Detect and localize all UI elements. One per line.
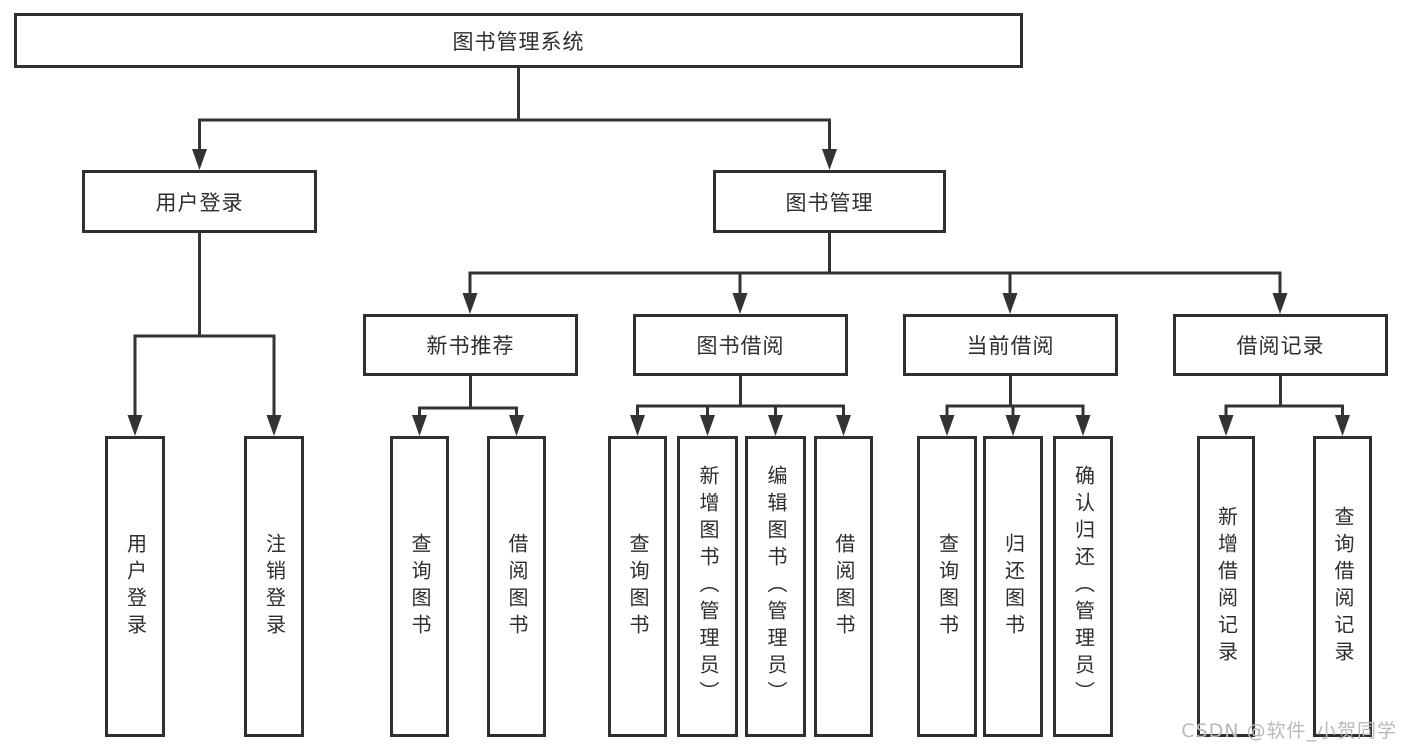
node-borrow-records: 借阅记录 [1173,314,1388,376]
leaf-user-login: 用户登录 [105,436,165,737]
leaf-borrow-add-book-admin: 新增图书（管理员） [677,436,738,737]
leaf-current-query-book-label: 查询图书 [935,532,960,641]
leaf-recommend-borrow-book-label: 借阅图书 [505,532,529,641]
leaf-records-add-record-label: 新增借阅记录 [1214,505,1239,668]
leaf-current-query-book: 查询图书 [917,436,977,737]
leaf-current-return-book: 归还图书 [983,436,1043,737]
leaf-records-query-record: 查询借阅记录 [1313,436,1372,737]
leaf-borrow-add-book-admin-label: 新增图书（管理员） [696,465,720,708]
node-root-system: 图书管理系统 [14,13,1023,68]
node-new-book-recommend: 新书推荐 [363,314,578,376]
leaf-recommend-borrow-book: 借阅图书 [487,436,546,737]
leaf-borrow-query-book: 查询图书 [608,436,667,737]
leaf-borrow-borrow-book: 借阅图书 [814,436,873,737]
leaf-user-login-label: 用户登录 [123,532,148,641]
leaf-records-add-record: 新增借阅记录 [1197,436,1255,737]
leaf-borrow-query-book-label: 查询图书 [626,532,650,641]
leaf-borrow-edit-book-admin: 编辑图书（管理员） [745,436,806,737]
node-book-management: 图书管理 [713,170,946,233]
leaf-logout: 注销登录 [244,436,304,737]
node-user-login: 用户登录 [82,170,317,233]
leaf-logout-label: 注销登录 [262,532,287,641]
leaf-borrow-borrow-book-label: 借阅图书 [832,532,856,641]
node-book-borrow: 图书借阅 [633,314,848,376]
leaf-current-confirm-return-admin-label: 确认归还（管理员） [1071,465,1096,708]
leaf-recommend-query-book: 查询图书 [390,436,449,737]
csdn-watermark: CSDN @软件_小贺同学 [1181,720,1397,742]
leaf-borrow-edit-book-admin-label: 编辑图书（管理员） [764,465,788,708]
leaf-current-return-book-label: 归还图书 [1001,532,1026,641]
leaf-recommend-query-book-label: 查询图书 [408,532,432,641]
node-current-borrow: 当前借阅 [903,314,1118,376]
leaf-records-query-record-label: 查询借阅记录 [1331,505,1355,668]
leaf-current-confirm-return-admin: 确认归还（管理员） [1053,436,1113,737]
